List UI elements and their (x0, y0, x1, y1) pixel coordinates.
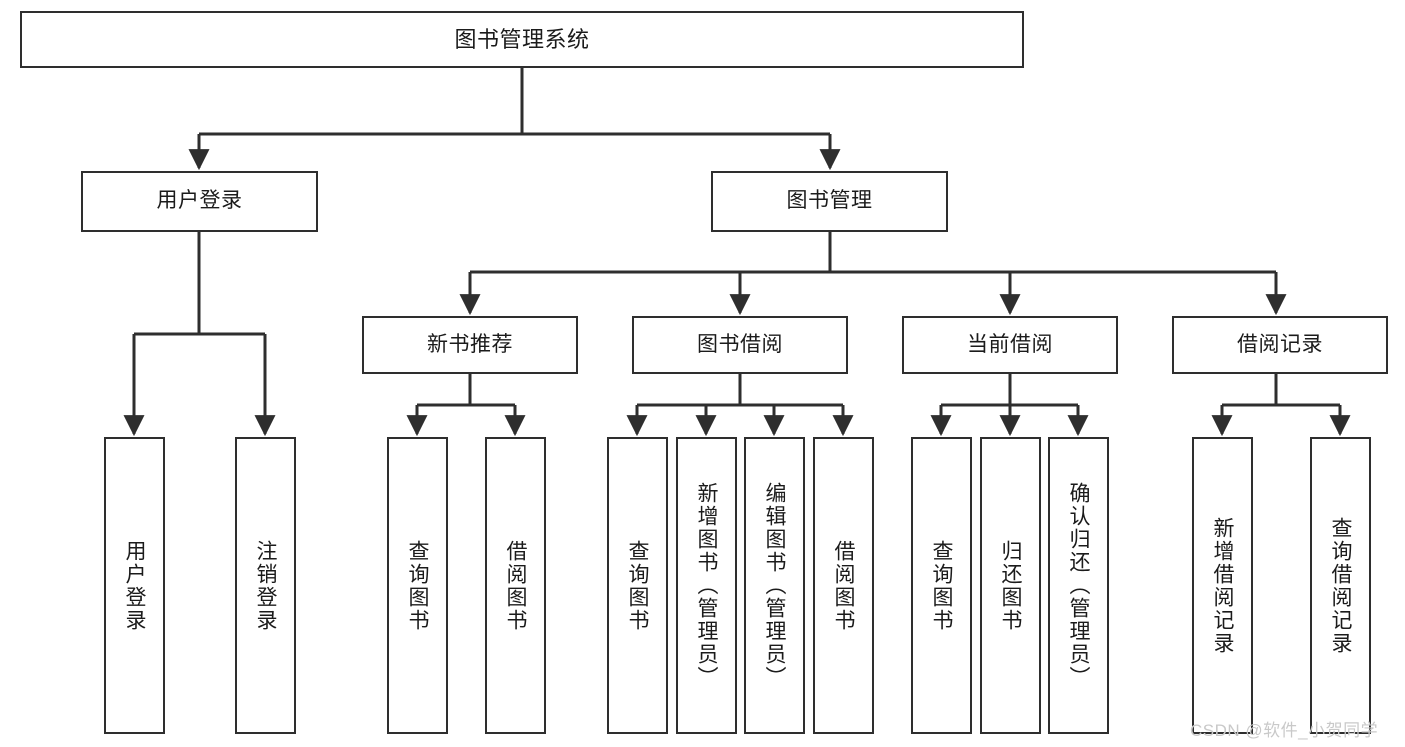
leaf-borrow-book-1-label: 借阅图书 (504, 539, 527, 632)
leaf-query-book-2-label: 查询图书 (626, 539, 649, 632)
leaf-user-login-label: 用户登录 (123, 539, 146, 632)
node-new-book-rec[interactable]: 新书推荐 (362, 316, 578, 374)
leaf-query-record[interactable]: 查询借阅记录 (1310, 437, 1371, 734)
leaf-add-record[interactable]: 新增借阅记录 (1192, 437, 1253, 734)
node-root[interactable]: 图书管理系统 (20, 11, 1024, 68)
leaf-add-book-label: 新增图书（管理员） (695, 482, 718, 689)
leaf-edit-book[interactable]: 编辑图书（管理员） (744, 437, 805, 734)
leaf-query-record-label: 查询借阅记录 (1329, 516, 1352, 655)
node-user-login[interactable]: 用户登录 (81, 171, 318, 232)
leaf-add-record-label: 新增借阅记录 (1211, 516, 1234, 655)
csdn-watermark: CSDN @软件_小贺同学 (1190, 721, 1379, 740)
leaf-return-book[interactable]: 归还图书 (980, 437, 1041, 734)
node-root-label: 图书管理系统 (454, 26, 590, 52)
leaf-confirm-return[interactable]: 确认归还（管理员） (1048, 437, 1109, 734)
node-book-manage[interactable]: 图书管理 (711, 171, 948, 232)
node-book-manage-label: 图书管理 (786, 189, 873, 213)
node-book-borrow-label: 图书借阅 (697, 332, 783, 356)
node-new-book-rec-label: 新书推荐 (427, 332, 513, 356)
leaf-borrow-book-2-label: 借阅图书 (832, 539, 855, 632)
leaf-query-book-3-label: 查询图书 (930, 539, 953, 632)
leaf-user-logout-label: 注销登录 (254, 539, 277, 632)
node-user-login-label: 用户登录 (156, 189, 243, 213)
leaf-query-book-2[interactable]: 查询图书 (607, 437, 668, 734)
leaf-add-book[interactable]: 新增图书（管理员） (676, 437, 737, 734)
leaf-edit-book-label: 编辑图书（管理员） (763, 482, 786, 689)
leaf-borrow-book-2[interactable]: 借阅图书 (813, 437, 874, 734)
node-book-borrow[interactable]: 图书借阅 (632, 316, 848, 374)
leaf-borrow-book-1[interactable]: 借阅图书 (485, 437, 546, 734)
leaf-query-book-1-label: 查询图书 (406, 539, 429, 632)
leaf-return-book-label: 归还图书 (999, 539, 1022, 632)
leaf-query-book-3[interactable]: 查询图书 (911, 437, 972, 734)
node-borrow-record-label: 借阅记录 (1237, 332, 1323, 356)
leaf-confirm-return-label: 确认归还（管理员） (1067, 482, 1090, 689)
node-current-borrow[interactable]: 当前借阅 (902, 316, 1118, 374)
node-current-borrow-label: 当前借阅 (967, 332, 1053, 356)
leaf-query-book-1[interactable]: 查询图书 (387, 437, 448, 734)
node-borrow-record[interactable]: 借阅记录 (1172, 316, 1388, 374)
leaf-user-login[interactable]: 用户登录 (104, 437, 165, 734)
leaf-user-logout[interactable]: 注销登录 (235, 437, 296, 734)
